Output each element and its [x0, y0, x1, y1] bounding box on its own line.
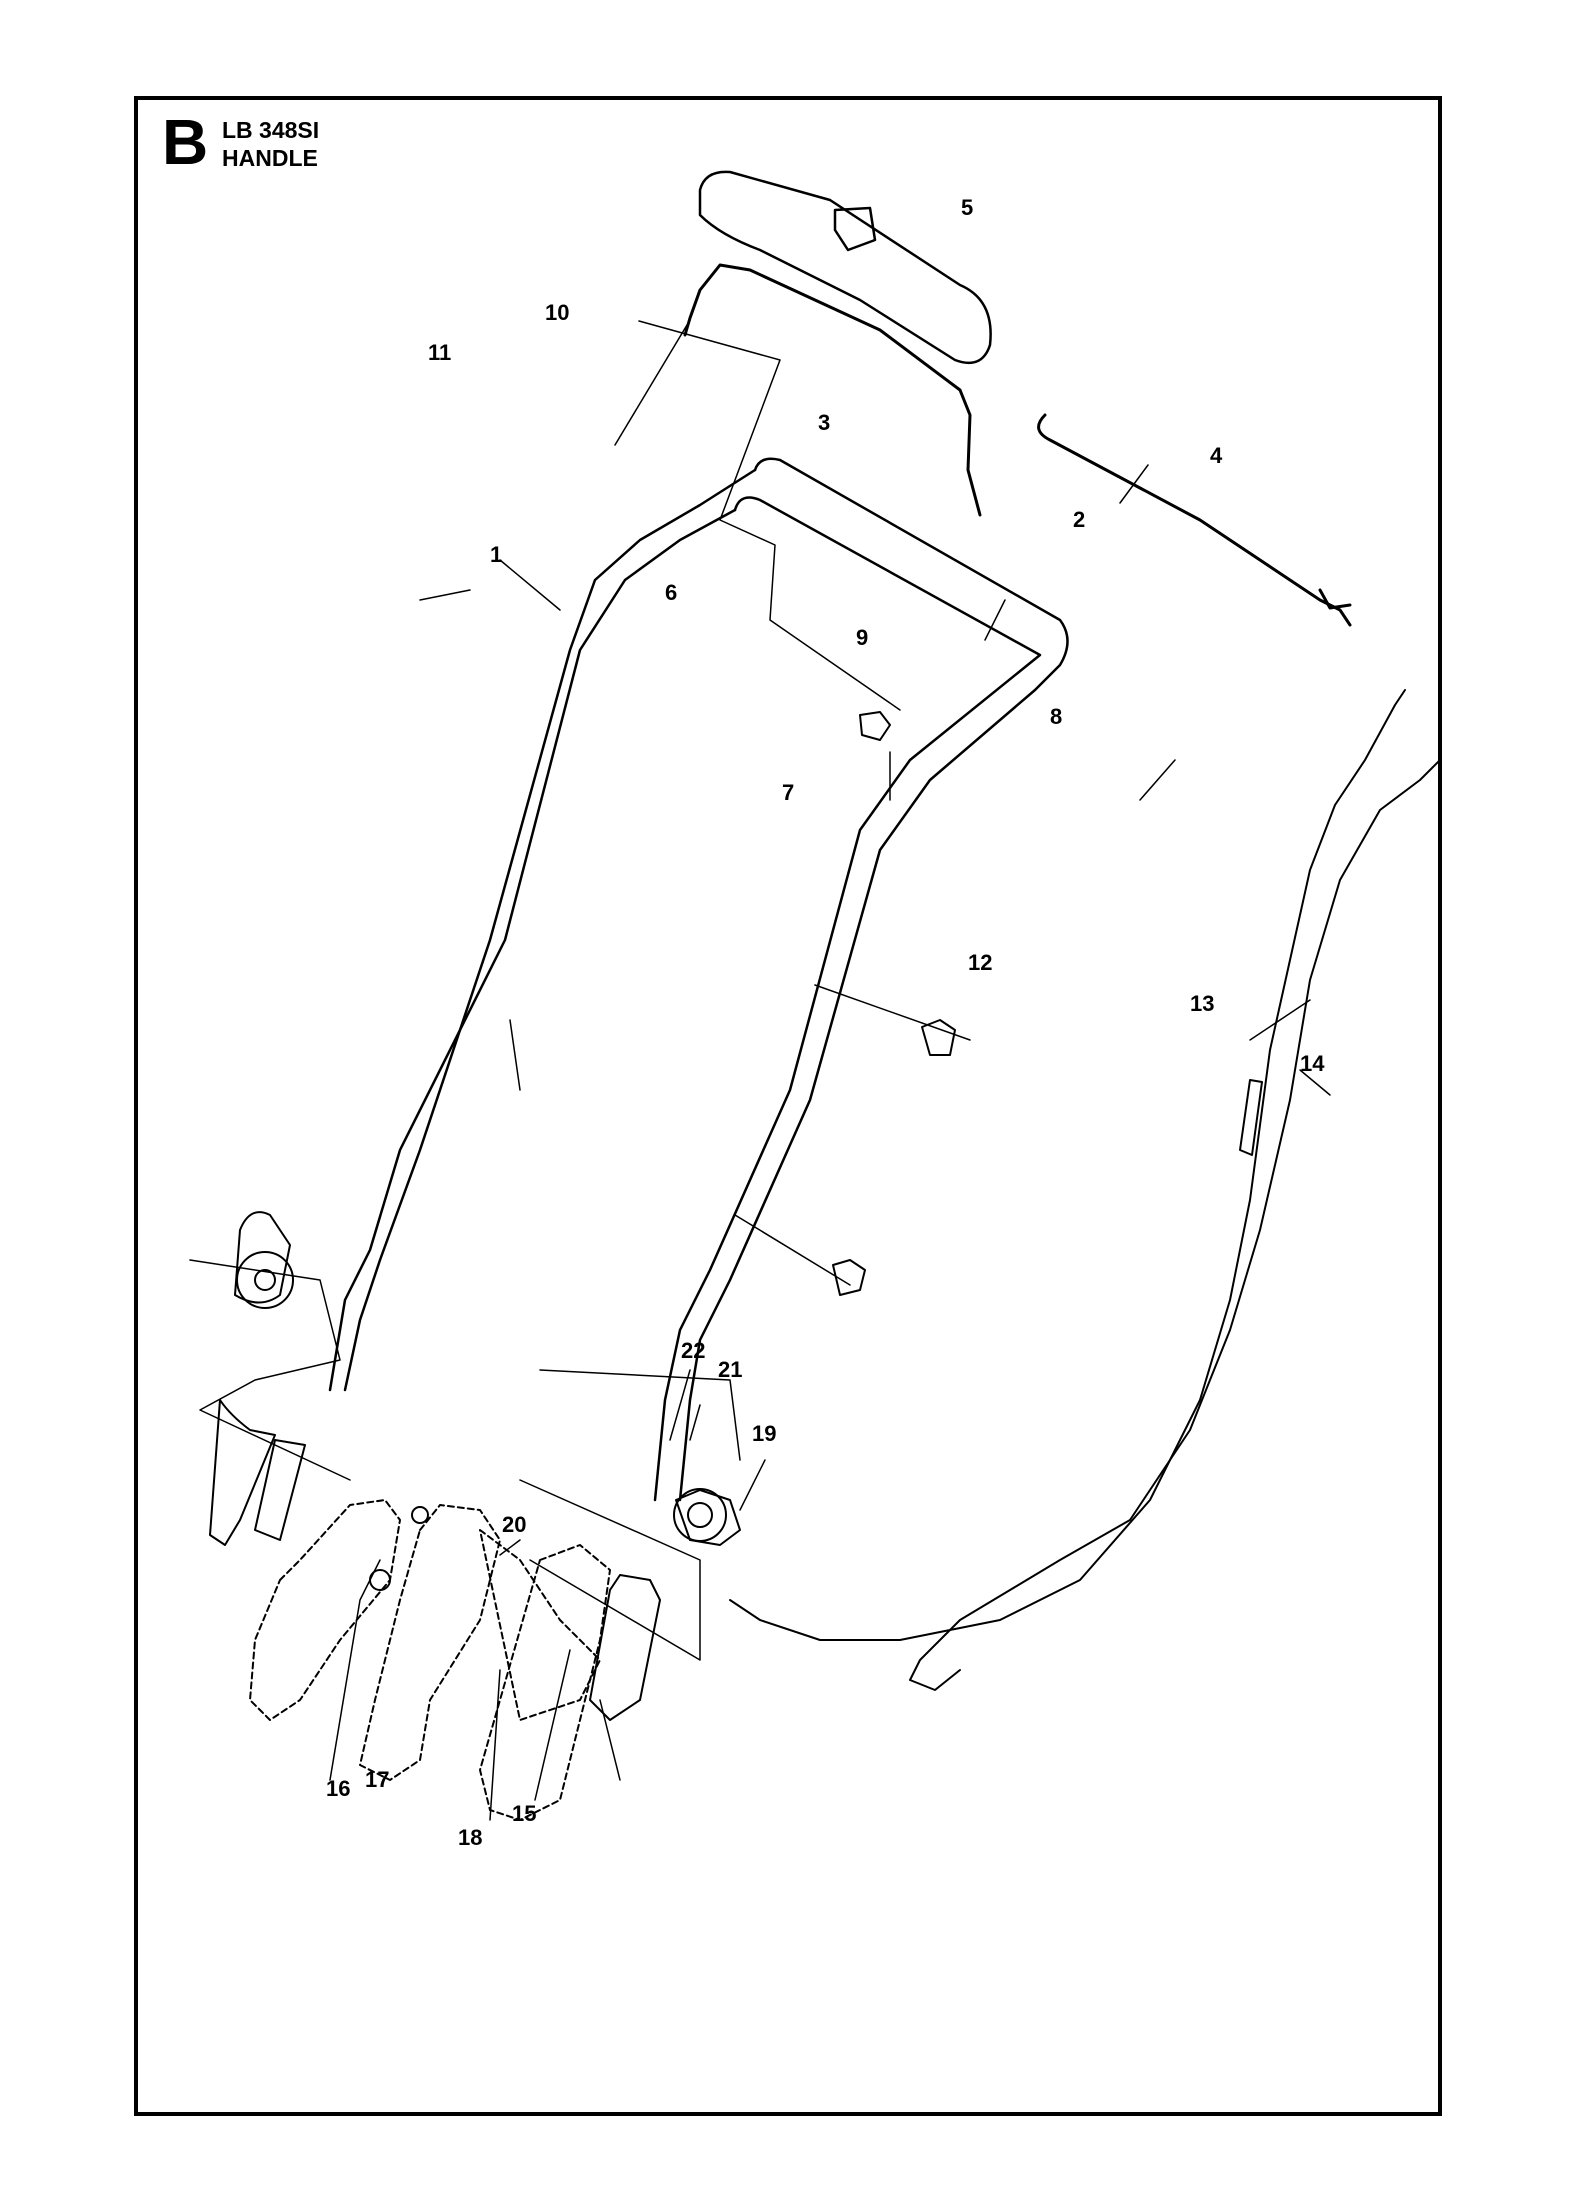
left-pivot-assembly — [209, 1211, 501, 1781]
control-rod — [1037, 413, 1352, 627]
callout-3: 3 — [818, 410, 830, 435]
page-border — [134, 96, 1442, 2116]
callout-20: 20 — [502, 1512, 526, 1537]
callout-13: 13 — [1190, 991, 1214, 1016]
upper-grip-bar — [698, 170, 992, 365]
callout-18: 18 — [458, 1825, 482, 1850]
callout-10: 10 — [545, 300, 569, 325]
callout-6: 6 — [665, 580, 677, 605]
callout-14: 14 — [1300, 1051, 1325, 1076]
callout-19: 19 — [752, 1421, 776, 1446]
callout-7: 7 — [782, 780, 794, 805]
callout-21: 21 — [718, 1357, 742, 1382]
callout-9: 9 — [856, 625, 868, 650]
section-letter: B — [162, 106, 209, 178]
callout-16: 16 — [326, 1776, 350, 1801]
callout-labels: 1 2 3 4 5 6 7 8 9 10 11 12 13 14 15 16 1… — [326, 195, 1325, 1850]
right-pivot-assembly — [479, 1488, 741, 1821]
assembly-name: HANDLE — [222, 145, 318, 171]
title-block: LB 348SI HANDLE — [222, 116, 319, 172]
callout-8: 8 — [1050, 704, 1062, 729]
bail-wire — [683, 263, 982, 517]
cable-clips — [832, 711, 956, 1296]
callout-17: 17 — [365, 1767, 389, 1792]
callout-1: 1 — [490, 542, 502, 567]
callout-5: 5 — [961, 195, 973, 220]
callout-4: 4 — [1210, 443, 1223, 468]
leader-lines — [189, 319, 1331, 1821]
callout-2: 2 — [1073, 507, 1085, 532]
callout-12: 12 — [968, 950, 992, 975]
model-name: LB 348SI — [222, 117, 320, 143]
callout-15: 15 — [512, 1801, 536, 1826]
main-handle-tube — [328, 457, 1069, 1502]
control-cables — [729, 689, 1441, 1691]
left-knob — [236, 1251, 294, 1309]
callout-11: 11 — [428, 340, 451, 365]
callout-22: 22 — [681, 1338, 705, 1363]
